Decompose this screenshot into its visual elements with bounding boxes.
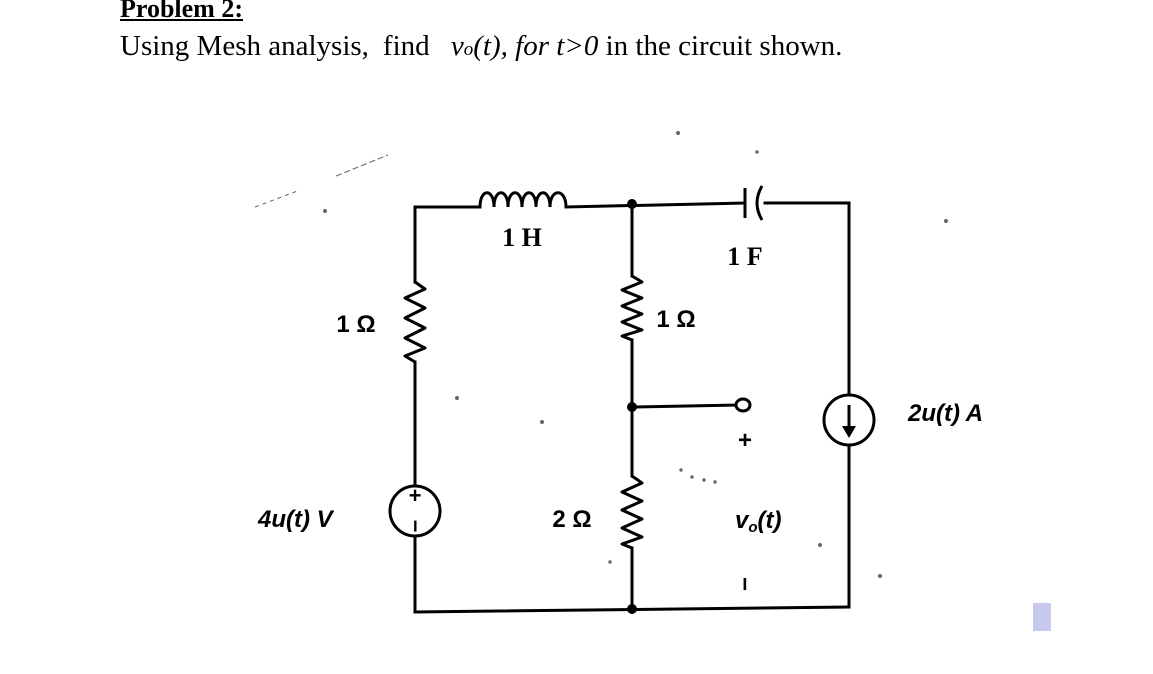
statement-variable: vo(t), xyxy=(450,30,508,62)
inductor-label: 1 H xyxy=(502,223,542,252)
output-label: vo(t) xyxy=(735,507,782,536)
voltage-source-label: 4u(t) V xyxy=(257,506,335,533)
statement-condition: for t>0 xyxy=(515,30,599,62)
current-source-label: 2u(t) A xyxy=(907,400,983,427)
problem-statement: Using Mesh analysis,find vo(t), for t>0 … xyxy=(120,30,842,63)
source-plus-sign: + xyxy=(409,483,422,508)
scan-artifacts xyxy=(254,131,948,578)
capacitor-label: 1 F xyxy=(727,242,762,271)
node-bottom xyxy=(627,604,637,614)
current-source-symbol xyxy=(822,393,876,447)
statement-prefix: Using Mesh analysis, xyxy=(120,30,369,62)
problem-heading: Problem 2: xyxy=(120,0,243,23)
resistor-left-symbol xyxy=(403,280,427,364)
resistor-mid-bottom-symbol xyxy=(620,474,644,550)
voltage-source-symbol xyxy=(388,484,442,538)
scrollbar-thumb[interactable] xyxy=(1033,603,1051,631)
resistor-mid-top-label: 1 Ω xyxy=(656,306,695,333)
capacitor-symbol xyxy=(743,185,764,221)
output-plus-sign: + xyxy=(738,427,752,454)
wire-output-tap xyxy=(630,403,739,409)
source-minus-sign: − xyxy=(403,520,428,533)
node-middle xyxy=(627,402,637,412)
output-minus-sign: − xyxy=(731,577,758,591)
wire-top-mid xyxy=(564,201,747,209)
statement-find: find xyxy=(382,30,430,62)
output-terminal xyxy=(734,397,752,413)
node-top xyxy=(627,199,637,209)
resistor-mid-bottom-label: 2 Ω xyxy=(552,506,591,533)
resistor-left-label: 1 Ω xyxy=(336,311,375,338)
resistor-mid-top-symbol xyxy=(620,274,644,342)
statement-suffix: in the circuit shown. xyxy=(605,30,843,62)
inductor-symbol xyxy=(478,191,568,208)
